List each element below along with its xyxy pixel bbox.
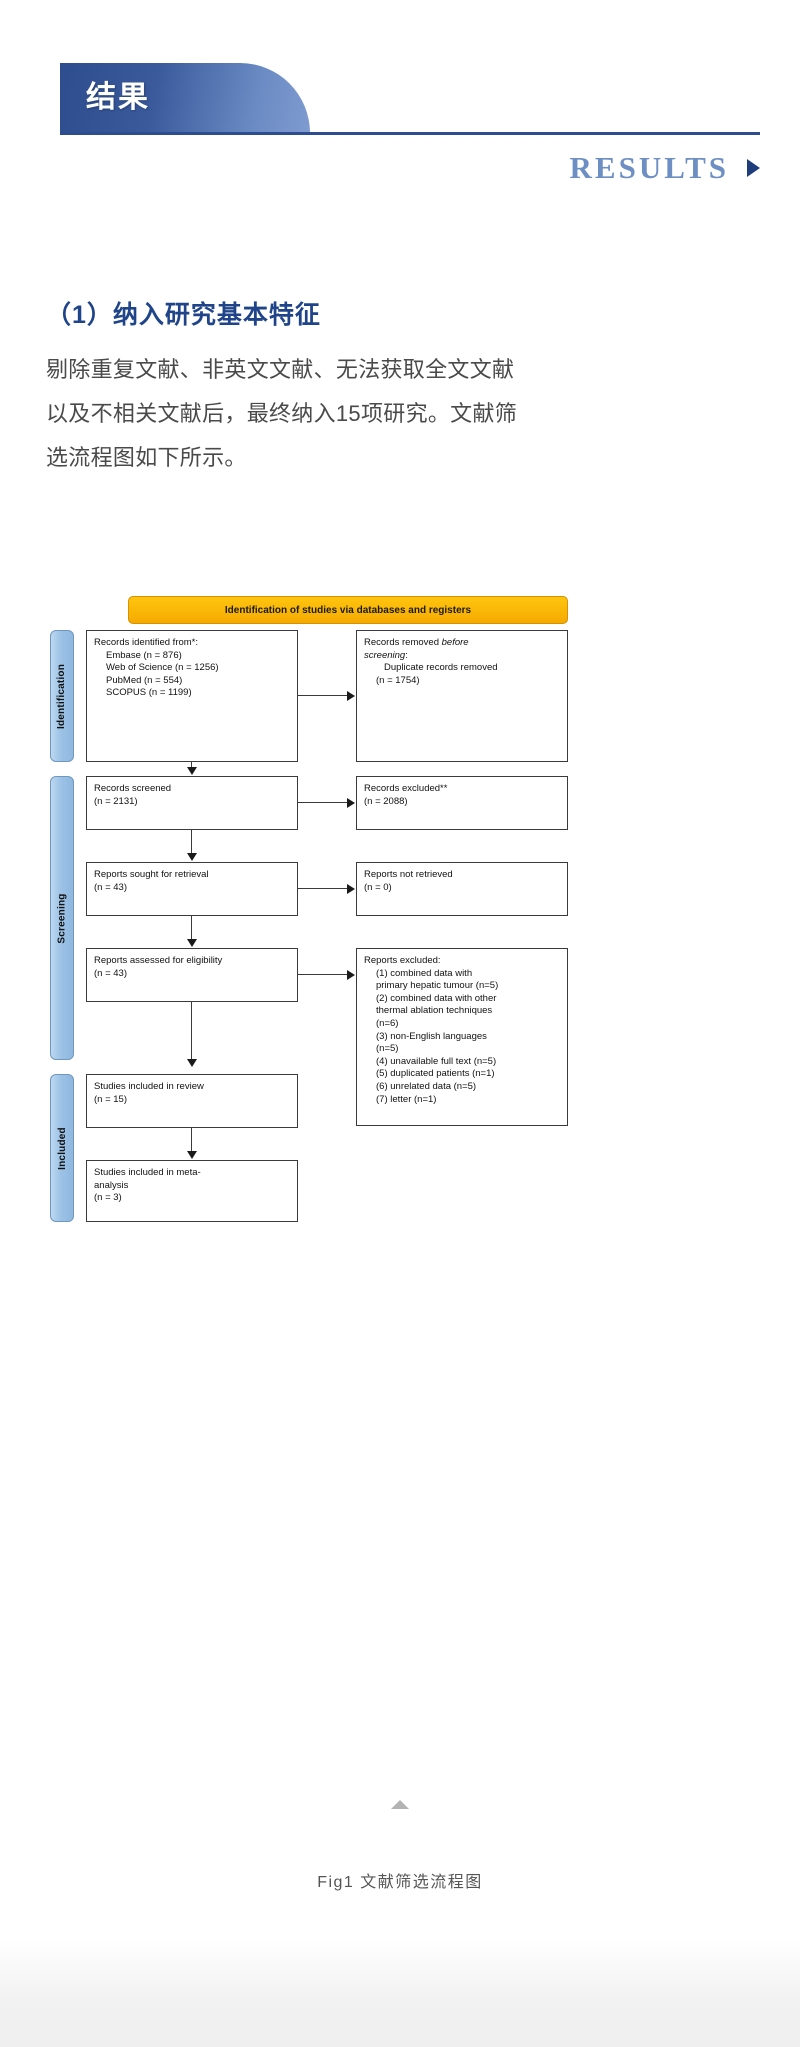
connector-identified-to-removed — [298, 695, 348, 697]
box-title-colon: : — [405, 649, 408, 661]
connector-sought-to-notretrieved — [298, 888, 348, 890]
results-label-row: RESULTS — [570, 150, 760, 186]
box-reports-assessed: Reports assessed for eligibility (n = 43… — [86, 948, 298, 1002]
box-count: (n = 2131) — [94, 795, 138, 807]
box-reports-not-retrieved: Reports not retrieved (n = 0) — [356, 862, 568, 916]
box-records-identified: Records identified from*: Embase (n = 87… — [86, 630, 298, 762]
body-paragraph: 剔除重复文献、非英文文献、无法获取全文文献 以及不相关文献后，最终纳入15项研究… — [46, 348, 756, 480]
box-records-screened: Records screened (n = 2131) — [86, 776, 298, 830]
arrow-right-icon — [347, 970, 355, 980]
arrow-right-icon — [347, 798, 355, 808]
connector-assessed-to-reportsexcluded — [298, 974, 348, 976]
stage-label-included: Included — [50, 1074, 74, 1222]
page-title: （1）纳入研究基本特征 — [46, 301, 321, 329]
box-item: (2) combined data with other — [376, 992, 497, 1004]
box-title: Records identified from*: — [94, 637, 199, 648]
results-label: RESULTS — [569, 150, 729, 185]
box-item: thermal ablation techniques — [376, 1005, 493, 1017]
box-title-emph: screening — [364, 649, 406, 661]
box-count: (n = 43) — [94, 967, 128, 979]
arrow-right-icon — [347, 691, 355, 701]
caret-up-icon[interactable] — [391, 1800, 409, 1809]
box-studies-included-meta: Studies included in meta- analysis (n = … — [86, 1160, 298, 1222]
box-reports-sought: Reports sought for retrieval (n = 43) — [86, 862, 298, 916]
stage-label-text: Included — [56, 1126, 68, 1170]
arrow-down-icon — [187, 853, 197, 861]
box-item: (5) duplicated patients (n=1) — [376, 1068, 495, 1080]
box-item: (6) unrelated data (n=5) — [376, 1080, 477, 1092]
box-item: (3) non-English languages — [376, 1030, 487, 1042]
paragraph-line: 选流程图如下所示。 — [46, 445, 247, 470]
prisma-flow-diagram: Identification of studies via databases … — [46, 580, 586, 1270]
box-title: Records screened — [94, 783, 172, 794]
box-item: SCOPUS (n = 1199) — [106, 687, 192, 699]
box-reports-excluded-reasons: Reports excluded: (1) combined data with… — [356, 948, 568, 1126]
box-item: Embase (n = 876) — [106, 649, 182, 661]
box-title-cont: analysis — [94, 1179, 129, 1191]
stage-label-text: Identification — [56, 663, 68, 729]
box-title-line1: Records removed before — [364, 637, 560, 650]
box-studies-included-review: Studies included in review (n = 15) — [86, 1074, 298, 1128]
connector-screened-to-excluded — [298, 802, 348, 804]
arrow-down-icon — [187, 939, 197, 947]
box-title-emph: before — [441, 637, 469, 648]
box-count: (n = 15) — [94, 1093, 128, 1105]
box-title-text: Records removed — [364, 637, 442, 648]
box-item: (4) unavailable full text (n=5) — [376, 1055, 497, 1067]
figure-caption: Fig1 文献筛选流程图 — [317, 1874, 483, 1891]
box-count: (n = 3) — [94, 1192, 122, 1204]
box-count: (n = 0) — [364, 881, 392, 893]
stage-label-screening: Screening — [50, 776, 74, 1060]
box-title-line2: screening: — [364, 650, 560, 663]
box-item: (n = 1754) — [376, 674, 420, 686]
banner-divider — [60, 132, 760, 135]
box-title: Studies included in review — [94, 1081, 204, 1092]
box-item: Web of Science (n = 1256) — [106, 662, 219, 674]
stage-label-text: Screening — [56, 892, 68, 944]
arrow-down-icon — [187, 1151, 197, 1159]
box-records-excluded: Records excluded** (n = 2088) — [356, 776, 568, 830]
arrow-down-icon — [187, 1059, 197, 1067]
connector-inreview-to-inmeta — [191, 1128, 193, 1152]
arrow-right-icon — [347, 884, 355, 894]
box-title: Reports assessed for eligibility — [94, 955, 223, 966]
box-records-removed: Records removed before screening: Duplic… — [356, 630, 568, 762]
box-item: Duplicate records removed — [384, 662, 498, 674]
footer-band — [0, 1940, 800, 2047]
box-item: (n=5) — [376, 1043, 399, 1055]
box-title: Records excluded** — [364, 783, 448, 794]
box-item: (1) combined data with — [376, 967, 473, 979]
stage-label-identification: Identification — [50, 630, 74, 762]
box-count: (n = 43) — [94, 881, 128, 893]
section-banner: 结果 — [0, 63, 800, 138]
arrow-down-icon — [187, 767, 197, 775]
banner-shape — [60, 63, 310, 133]
prisma-header-bar: Identification of studies via databases … — [128, 596, 568, 624]
connector-assessed-to-inreview — [191, 1002, 193, 1060]
box-item: (7) letter (n=1) — [376, 1093, 437, 1105]
paragraph-line: 以及不相关文献后，最终纳入15项研究。文献筛 — [46, 401, 518, 426]
box-count: (n = 2088) — [364, 795, 408, 807]
connector-sought-to-assessed — [191, 916, 193, 940]
box-title: Reports not retrieved — [364, 869, 453, 880]
box-item: primary hepatic tumour (n=5) — [376, 980, 499, 992]
box-title: Reports sought for retrieval — [94, 869, 209, 880]
box-title: Reports excluded: — [364, 955, 441, 966]
paragraph-line: 剔除重复文献、非英文文献、无法获取全文文献 — [46, 357, 515, 382]
banner-title: 结果 — [86, 81, 150, 114]
triangle-right-icon — [747, 159, 760, 177]
box-title: Studies included in meta- — [94, 1167, 201, 1178]
connector-identified-to-screened — [191, 762, 193, 768]
box-item: (n=6) — [376, 1017, 399, 1029]
connector-screened-to-sought — [191, 830, 193, 854]
box-item: PubMed (n = 554) — [106, 674, 183, 686]
